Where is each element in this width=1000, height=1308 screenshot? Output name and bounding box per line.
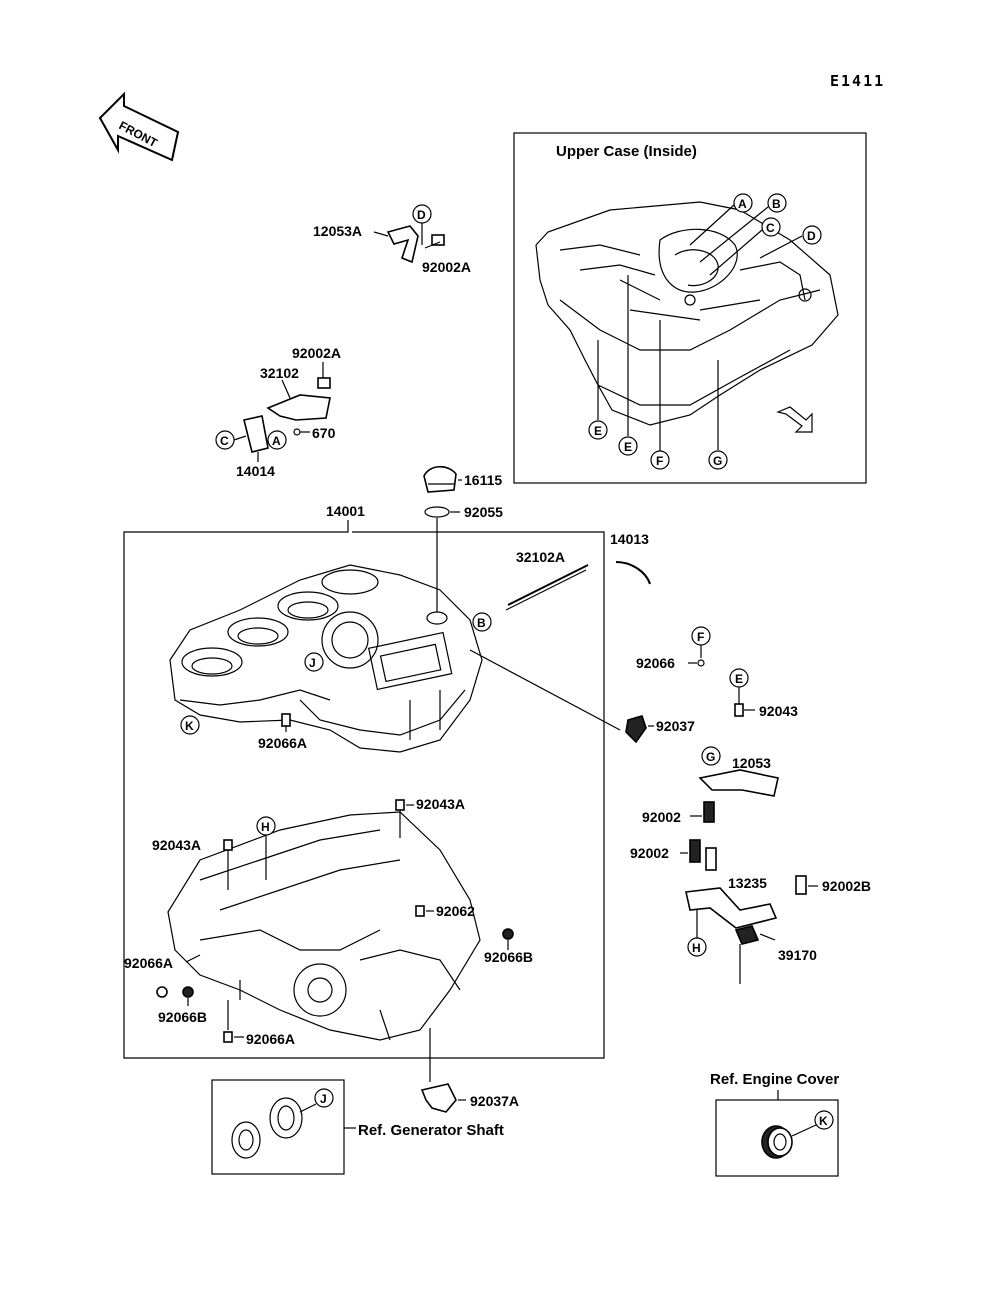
part-14014: 14014 — [236, 463, 275, 479]
part-92002-b: 92002 — [630, 845, 669, 861]
part-92002b: 92002B — [822, 878, 871, 894]
part-92043: 92043 — [759, 703, 798, 719]
generator-shaft-frame — [211, 1079, 345, 1175]
part-92043a-left: 92043A — [152, 837, 201, 853]
callout-g-circle — [708, 450, 728, 470]
callout-a-letter: A — [738, 197, 747, 211]
generator-shaft-caption: Ref. Generator Shaft — [358, 1122, 504, 1139]
callout-e-letter: E — [624, 440, 632, 454]
part-92002-a: 92002 — [642, 809, 681, 825]
part-32102: 32102 — [260, 365, 299, 381]
lower-crankcase: H 92043A 92043A 92062 92066B 92066A 9206… — [124, 796, 533, 1082]
part-92002a-mid: 92002A — [292, 345, 341, 361]
callout-e-letter: E — [594, 424, 602, 438]
part-16115: 16115 — [464, 472, 502, 488]
callout-f-letter: F — [697, 630, 704, 644]
part-670: 670 — [312, 425, 336, 441]
upper-case-inset: Upper Case (Inside) — [513, 132, 867, 484]
part-92043a-right: 92043A — [416, 796, 465, 812]
callout-b-letter: B — [477, 616, 486, 630]
diagram-code: E1411 — [830, 72, 885, 90]
front-arrow-icon: FRONT — [98, 91, 180, 162]
callout-g-letter: G — [706, 750, 715, 764]
part-92037a: 92037A — [470, 1093, 519, 1109]
engine-cover-frame — [715, 1099, 839, 1177]
engine-cover-ref-box: Ref. Engine Cover K — [710, 1071, 839, 1177]
part-92066b-left: 92066B — [158, 1009, 207, 1025]
callout-d-letter: D — [807, 229, 816, 243]
part-12053a: 12053A — [313, 223, 362, 239]
part-92066a-upper: 92066A — [258, 735, 307, 751]
part-92055: 92055 — [464, 504, 503, 520]
part-92066a-bottom: 92066A — [246, 1031, 295, 1047]
generator-shaft-ref-box: J Ref. Generator Shaft — [211, 1079, 504, 1175]
callout-a-letter: A — [272, 434, 281, 448]
upper-case-callouts: A B C D E E F G — [588, 193, 822, 470]
callout-h-letter: H — [261, 820, 270, 834]
callout-c-circle — [761, 217, 781, 237]
part-92066b-right: 92066B — [484, 949, 533, 965]
upper-crankcase: J K 92066A — [169, 564, 621, 753]
callout-k-letter: K — [185, 719, 194, 733]
oil-cap-group: 16115 92055 — [423, 465, 503, 612]
part-13235: 13235 — [728, 875, 767, 891]
part-92066: 92066 — [636, 655, 675, 671]
part-92037: 92037 — [656, 718, 695, 734]
callout-j-letter: J — [320, 1092, 327, 1106]
crankcase-assembly-frame — [123, 520, 605, 1059]
clip-92037a: 92037A — [420, 1083, 519, 1113]
callout-c-letter: C — [220, 434, 229, 448]
callout-c-letter: C — [766, 221, 775, 235]
callout-f-circle — [650, 450, 670, 470]
callout-j-letter: J — [309, 656, 316, 670]
part-32102a: 32102A — [516, 549, 565, 565]
callout-k-letter: K — [819, 1114, 828, 1128]
part-92002a-top: 92002A — [422, 259, 471, 275]
engine-cover-caption: Ref. Engine Cover — [710, 1071, 839, 1088]
upper-case-frame — [513, 132, 867, 484]
right-parts-column: 14013 F 92066 E 92043 92037 G 12053 9200… — [610, 531, 871, 984]
part-14001: 14001 — [326, 503, 365, 519]
bracket-12053a-group: D 12053A 92002A — [313, 204, 471, 275]
part-92062: 92062 — [436, 903, 475, 919]
callout-a-circle — [733, 193, 753, 213]
part-14013: 14013 — [610, 531, 649, 547]
callout-f-letter: F — [656, 454, 663, 468]
callout-e-circle — [588, 420, 608, 440]
callout-d-letter: D — [417, 208, 426, 222]
shaft-32102a: 32102A B — [472, 549, 589, 632]
callout-e-circle — [618, 436, 638, 456]
upper-case-caption: Upper Case (Inside) — [556, 143, 697, 160]
part-39170: 39170 — [778, 947, 817, 963]
callout-g-letter: G — [713, 454, 722, 468]
callout-b-circle — [767, 193, 787, 213]
callout-h-letter: H — [692, 941, 701, 955]
callout-e-letter: E — [735, 672, 743, 686]
part-12053: 12053 — [732, 755, 771, 771]
part-92066a-left: 92066A — [124, 955, 173, 971]
guide-32102-group: 92002A 32102 C A 670 14014 — [215, 345, 341, 479]
inset-direction-arrow-icon — [776, 406, 813, 433]
callout-b-letter: B — [772, 197, 781, 211]
callout-d-circle — [802, 225, 822, 245]
